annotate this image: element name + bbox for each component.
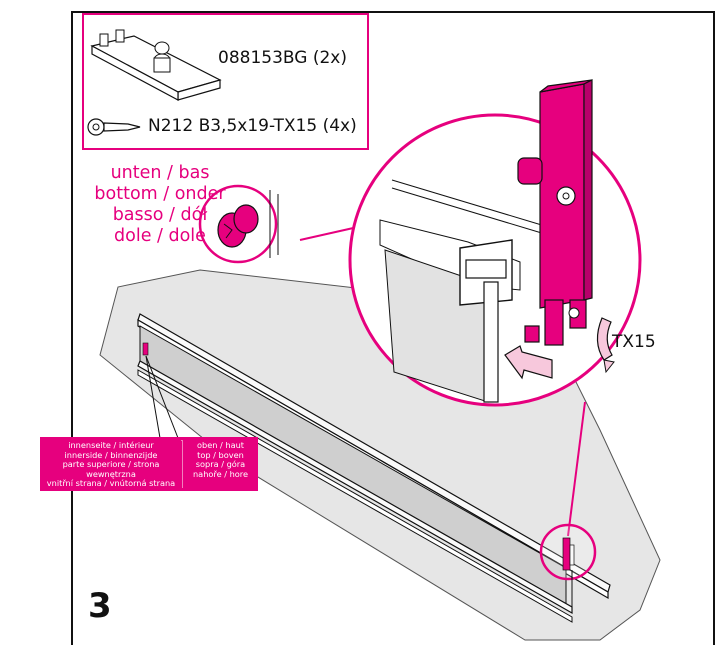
side-label-right-line: nahoře / hore [192, 468, 248, 479]
connector-line [567, 401, 586, 537]
side-label-right-line: sopra / góra [195, 459, 246, 470]
tool-label: TX15 [612, 332, 656, 352]
position-label: unten / bas bottom / onder basso / dół d… [75, 163, 245, 247]
profile-section [379, 179, 546, 403]
part-code-screw: N212 B3,5x19-TX15 (4x) [148, 116, 357, 136]
side-label-right: oben / haut top / boven sopra / góra nah… [183, 440, 258, 480]
position-label-line: dole / dole [114, 226, 206, 246]
screw-part-icon [87, 118, 141, 136]
rotate-arrow-icon [596, 317, 615, 374]
step-number: 3 [88, 586, 112, 626]
side-label-left-line: innerside / binnenzijde [64, 449, 158, 460]
clip-bottom-view [217, 204, 259, 248]
bracket-part-icon [90, 29, 222, 102]
insert-direction-arrow-icon [504, 345, 553, 380]
clip-marker [142, 342, 149, 356]
position-label-line: bottom / onder [94, 184, 226, 204]
side-label-right-line: oben / haut [196, 440, 244, 450]
position-label-line: basso / dół [112, 205, 208, 225]
profile-rail [137, 313, 611, 623]
position-label-line: unten / bas [110, 163, 210, 183]
small-clip [562, 537, 575, 612]
page-frame [71, 11, 715, 645]
side-label-left: innenseite / intérieur innerside / binne… [40, 440, 182, 489]
side-label-left-line: parte superiore / strona wewnętrzna [62, 459, 160, 479]
part-code-bracket: 088153BG (2x) [218, 48, 347, 68]
side-label-right-line: top / boven [197, 449, 244, 460]
side-label-left-line: vnitřní strana / vnútorná strana [46, 478, 176, 489]
side-label-left-line: innenseite / intérieur [68, 440, 154, 450]
bracket-large [517, 79, 593, 346]
